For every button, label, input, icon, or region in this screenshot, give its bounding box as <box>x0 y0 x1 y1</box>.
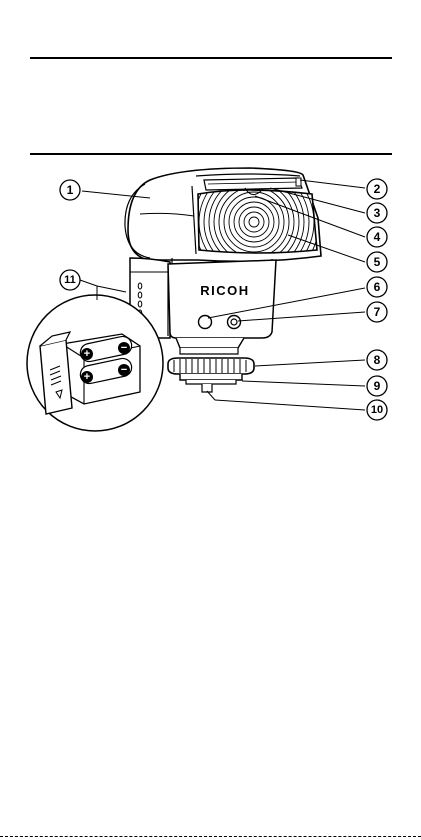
lock-ring <box>168 358 254 374</box>
svg-text:6: 6 <box>374 280 381 294</box>
svg-text:3: 3 <box>374 206 381 220</box>
svg-text:5: 5 <box>374 255 381 269</box>
svg-text:1: 1 <box>67 183 74 197</box>
callout-2: 2 <box>367 179 387 199</box>
polarity-plus-2: + <box>81 371 93 383</box>
svg-text:9: 9 <box>374 379 381 393</box>
svg-text:+: + <box>84 371 90 383</box>
body-base <box>176 338 244 348</box>
callout-6: 6 <box>367 277 387 297</box>
polarity-plus-1: + <box>81 348 93 360</box>
mounting-foot <box>180 374 242 380</box>
brand-label: RICOH <box>200 283 249 298</box>
callout-4: 4 <box>367 227 387 247</box>
battery-inset: + − + − <box>27 295 163 431</box>
svg-text:−: − <box>121 342 127 354</box>
svg-text:4: 4 <box>374 230 381 244</box>
battery-cover <box>40 340 72 414</box>
lock-pin <box>202 384 212 392</box>
callout-9: 9 <box>367 376 387 396</box>
svg-text:11: 11 <box>64 274 76 286</box>
callout-5: 5 <box>367 252 387 272</box>
callout-7: 7 <box>367 302 387 322</box>
svg-text:+: + <box>84 348 90 360</box>
svg-text:10: 10 <box>371 404 383 416</box>
polarity-minus-1: − <box>118 342 130 354</box>
callout-8: 8 <box>367 350 387 370</box>
callout-1: 1 <box>60 180 80 200</box>
svg-text:8: 8 <box>374 353 381 367</box>
hot-shoe-assembly <box>168 358 254 392</box>
callout-10: 10 <box>367 400 387 420</box>
callout-3: 3 <box>367 203 387 223</box>
svg-text:−: − <box>121 364 127 376</box>
callout-11: 11 <box>60 270 80 290</box>
polarity-minus-2: − <box>118 364 130 376</box>
svg-text:7: 7 <box>374 305 381 319</box>
svg-text:2: 2 <box>374 182 381 196</box>
front-panel <box>168 260 276 338</box>
